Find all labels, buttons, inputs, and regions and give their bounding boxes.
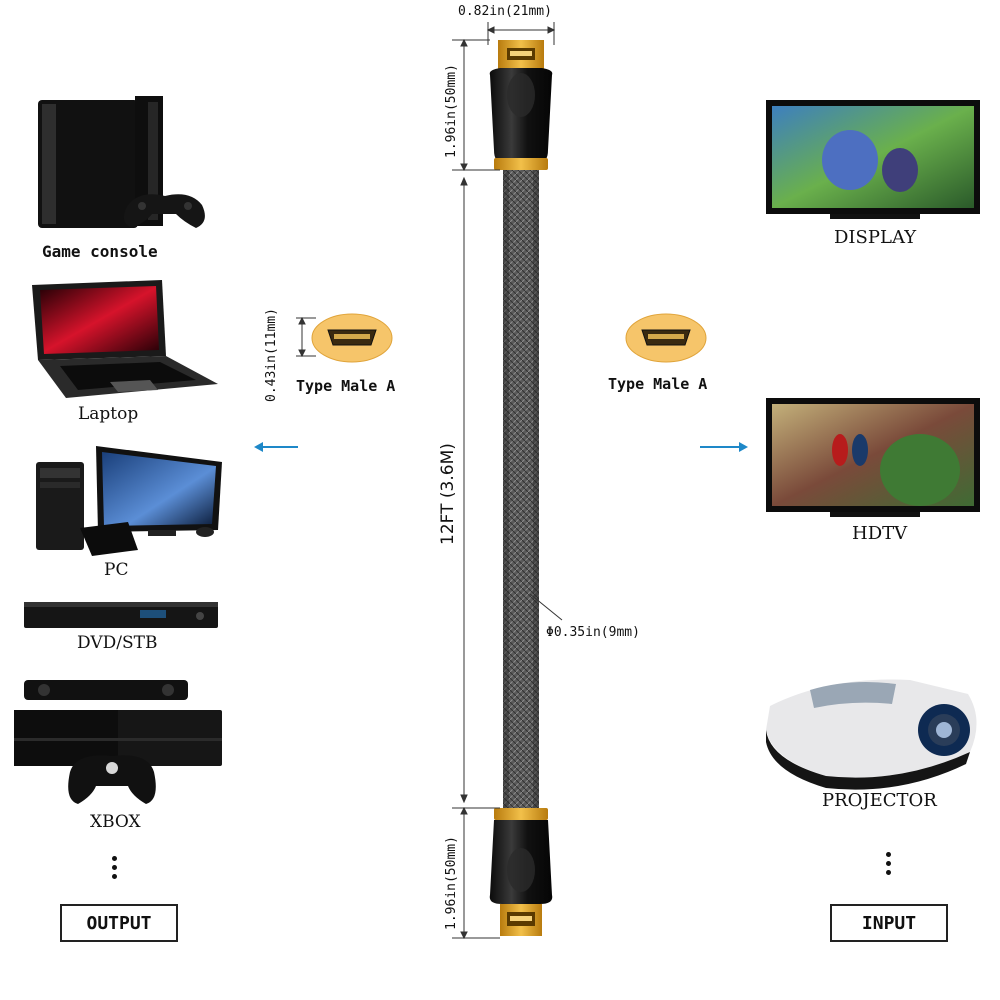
more-devices-dots-right [886,852,892,879]
dvd-stb-image [24,602,218,628]
hdmi-cable [489,40,553,936]
output-device-label: XBOX [90,812,141,832]
pc-image [36,446,222,556]
input-device-label: HDTV [852,523,908,544]
input-device-label: PROJECTOR [822,790,937,811]
connector-icon-right [625,313,707,363]
xbox-image [14,680,222,804]
output-device-label: Laptop [78,404,139,424]
output-arrow [254,442,298,452]
braided-cable [503,170,539,810]
display-image [766,100,980,219]
hdtv-image [766,398,980,517]
output-device-label: PC [104,560,129,580]
connector-type-right: Type Male A [608,375,708,393]
bottom-plug-length-label: 1.96in(50mm) [444,836,459,930]
game-console-image [38,96,205,228]
connector-icon-left [311,313,393,363]
output-device-label: DVD/STB [77,633,158,653]
laptop-image [32,280,218,398]
width-dimension-label: 0.82in(21mm) [458,4,552,19]
top-plug-length-label: 1.96in(50mm) [444,64,459,158]
input-device-label: DISPLAY [834,227,917,248]
connector-type-left: Type Male A [296,377,396,395]
output-section-label: OUTPUT [60,904,178,942]
input-section-label: INPUT [830,904,948,942]
projector-image [766,679,977,790]
output-device-label: Game console [42,242,158,261]
input-arrow [700,442,748,452]
diameter-label: Φ0.35in(9mm) [546,625,640,640]
connector-height-label: 0.43in(11mm) [264,308,279,402]
dimension-lines [296,22,563,940]
more-devices-dots-left [112,856,118,883]
total-length-label: 12FT (3.6M) [438,443,458,545]
